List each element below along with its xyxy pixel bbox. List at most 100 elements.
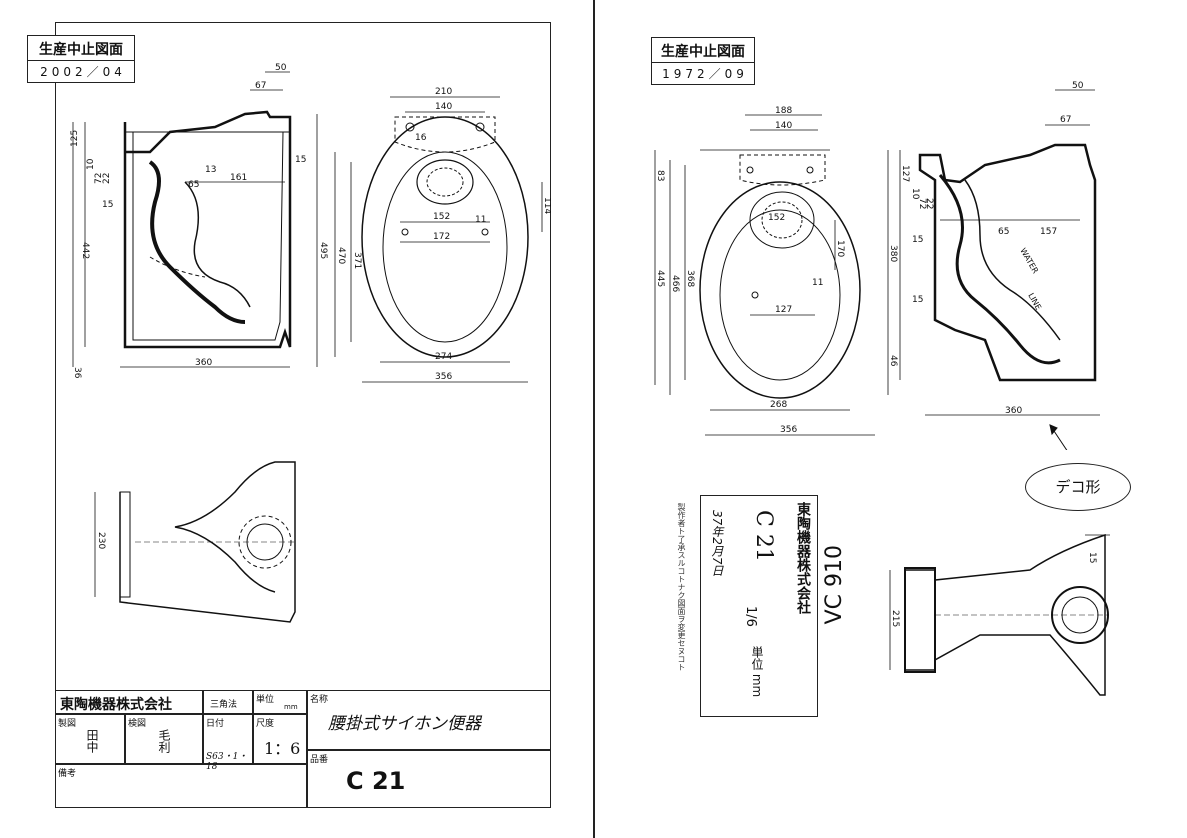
checker-value: 毛利 [157, 729, 171, 753]
right-bottom-dimension: 215 [890, 610, 900, 627]
right-bottom-view: 215 15 [889, 533, 1110, 696]
unit-value: mm [284, 703, 298, 711]
scale-value: 1：6 [264, 739, 301, 758]
left-top-dimension: 114 [542, 197, 551, 214]
card-note: 製作者ト了承スルコトナク図面ヲ変更セヌコト [677, 503, 686, 671]
name-value: 腰掛式サイホン便器 [328, 714, 481, 734]
left-side-dimension: 72 [94, 173, 104, 184]
card-company: 東陶機器株式会社 [795, 502, 811, 614]
left-top-dimension: 140 [435, 102, 452, 112]
checker-label: 検図 [128, 719, 147, 729]
right-top-dimension: 466 [670, 275, 680, 292]
deco-callout-text: デコ形 [1055, 478, 1101, 496]
left-side-dimension: 13 [205, 165, 216, 175]
right-side-dimension: 157 [1040, 227, 1057, 237]
card-scale: 1/6 [743, 606, 758, 627]
left-stamp: 生産中止図面 2002／04 [27, 35, 135, 83]
right-side-dimension: 46 [888, 355, 898, 367]
left-top-dimension: 356 [435, 372, 452, 382]
left-top-dimension: 11 [475, 215, 486, 225]
right-top-dimension: 188 [775, 106, 792, 116]
right-top-dimension: 368 [685, 270, 695, 287]
left-side-dimension: 22 [102, 173, 112, 184]
card-model: C 21 [751, 510, 776, 562]
projection-label: 三角法 [210, 700, 238, 710]
side-view-drawing [72, 71, 292, 368]
right-side-dimension: 22 [924, 198, 934, 209]
date-cell: 日付 S63・1・18 [203, 714, 253, 772]
right-top-dimension: 127 [775, 305, 792, 315]
stamp-date: 1972／09 [662, 67, 748, 81]
remarks-label: 備考 [58, 769, 77, 779]
unit-label: 単位 [256, 695, 275, 705]
left-side-dimension: 125 [70, 130, 80, 147]
drafter-label: 製図 [58, 719, 77, 729]
right-top-view-drawing [654, 114, 875, 436]
right-drawings: 188 140 83 445 466 368 152 170 127 268 3… [654, 81, 1100, 450]
right-top-dimension: 83 [655, 170, 665, 181]
right-side-dimension: 15 [912, 295, 923, 305]
name-cell: 名称 腰掛式サイホン便器 [307, 690, 551, 750]
left-side-dimension: 36 [72, 367, 82, 379]
name-label: 名称 [310, 695, 329, 705]
right-side-dimension: 67 [1060, 115, 1071, 125]
left-top-dimension: 172 [433, 232, 450, 242]
unit-cell: 単位 mm [253, 690, 307, 714]
right-top-dimension: 11 [812, 278, 823, 288]
left-drawings: 50 67 125 15 442 161 65 13 360 36 10 72 … [70, 63, 551, 623]
left-side-dimension: 442 [80, 242, 90, 259]
left-side-dimension: 161 [230, 173, 247, 183]
right-side-dimension: 65 [998, 227, 1009, 237]
date-value: S63・1・18 [206, 752, 248, 772]
left-side-dimension: 50 [275, 63, 287, 73]
bottom-view-drawing [94, 461, 296, 623]
right-top-dimension: 268 [770, 400, 787, 410]
right-top-dimension: 170 [835, 240, 845, 257]
projection-cell: 三角法 [203, 690, 253, 714]
card-drawing-no: VC 910 [822, 545, 847, 625]
left-side-dimension: 67 [255, 81, 266, 91]
right-side-dimension: 10 [910, 188, 920, 200]
deco-callout: デコ形 [1025, 463, 1131, 511]
left-side-dimension: 15 [295, 155, 306, 165]
stamp-title: 生産中止図面 [652, 38, 754, 63]
left-top-dimension: 470 [336, 247, 346, 264]
left-top-dimension: 274 [435, 352, 452, 362]
left-side-dimension: 15 [102, 200, 113, 210]
stamp-title: 生産中止図面 [28, 36, 134, 61]
part-no-cell: 品番 C 21 [307, 750, 551, 808]
company-name: 東陶機器株式会社 [60, 697, 172, 713]
right-bottom-dimension: 15 [1087, 552, 1097, 563]
right-stamp: 生産中止図面 1972／09 [651, 37, 755, 85]
title-block: 東陶機器株式会社 三角法 単位 mm 名称 腰掛式サイホン便器 製図 田中 検図… [55, 690, 551, 808]
flow-label: LINE [1026, 292, 1043, 312]
left-top-dimension: 152 [433, 212, 450, 222]
left-top-dimension: 371 [352, 252, 362, 269]
top-view-drawing [316, 96, 543, 383]
drafter-value: 田中 [85, 729, 99, 753]
left-side-dimension: 360 [195, 358, 212, 368]
part-no-value: C 21 [346, 767, 406, 795]
right-side-dimension: 127 [900, 165, 910, 182]
card-date: 37年2月7日 [710, 510, 724, 577]
right-side-dimension: 360 [1005, 406, 1022, 416]
company-cell: 東陶機器株式会社 [55, 690, 203, 714]
stamp-date: 2002／04 [40, 65, 126, 79]
date-label: 日付 [206, 719, 225, 729]
right-top-dimension: 445 [655, 270, 665, 287]
right-side-dimension: 50 [1072, 81, 1084, 91]
left-bottom-dimension: 230 [96, 532, 106, 549]
left-top-dimension: 16 [415, 133, 427, 143]
right-side-dimension: 72 [917, 198, 927, 209]
right-top-dimension: 356 [780, 425, 797, 435]
right-side-view-drawing [887, 89, 1100, 450]
left-top-dimension: 210 [435, 87, 452, 97]
scale-cell: 尺度 1：6 [253, 714, 307, 764]
scale-label: 尺度 [256, 719, 275, 729]
card-unit: 単位 mm [750, 646, 764, 698]
left-side-dimension: 65 [188, 180, 199, 190]
right-top-dimension: 140 [775, 121, 792, 131]
part-no-label: 品番 [310, 755, 329, 765]
drawing-card: 東陶機器株式会社 C 21 1/6 単位 mm 37年2月7日 [700, 495, 818, 717]
right-side-dimension: 15 [912, 235, 923, 245]
